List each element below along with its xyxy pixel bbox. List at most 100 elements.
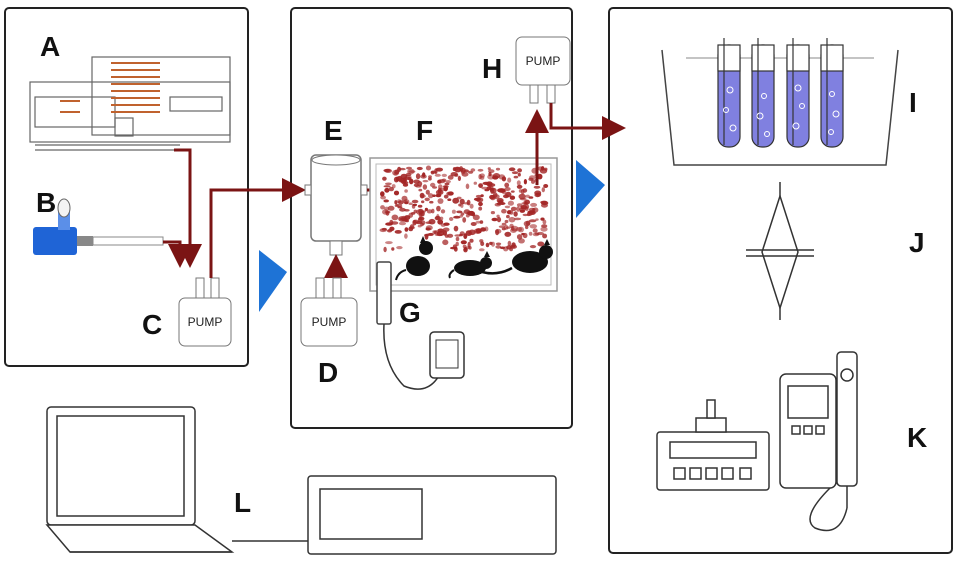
aerosol-particle [397,200,404,205]
aerosol-particle [411,204,416,209]
aerosol-particle [410,212,416,215]
aerosol-particle [488,169,495,174]
aerosol-particle [516,184,523,189]
aerosol-particle [460,240,467,245]
aerosol-particle [475,194,482,198]
aerosol-particle [541,224,548,228]
aerosol-particle [529,245,537,249]
aerosol-particle [385,211,390,216]
aerosol-particle [482,181,490,185]
aerosol-particle [381,227,387,231]
label-j: J [909,227,925,258]
aerosol-particle [508,167,516,172]
aerosol-particle [415,173,421,180]
aerosol-particle [455,236,460,242]
aerosol-particle [473,181,477,185]
aerosol-particle [507,177,512,183]
aerosol-particle [510,206,517,211]
aerosol-particle [418,208,424,214]
analyzer-instruments-icon [656,351,858,532]
aerosol-particle [465,230,472,237]
aerosol-particle [507,200,514,206]
aerosol-particle [509,195,516,200]
aerosol-particle [487,174,495,180]
aerosol-particle [385,182,392,186]
aerosol-particle [425,165,432,171]
aerosol-particle [535,218,539,221]
aerosol-particle [517,172,521,177]
aerosol-particle [428,177,432,181]
aerosol-particle [437,198,444,204]
aerosol-particle [470,222,477,226]
aerosol-particle [415,185,422,188]
aerosol-particle [540,217,545,221]
aerosol-particle [418,216,425,221]
aerosol-particle [479,239,484,243]
aerosol-particle [479,220,484,224]
aerosol-particle [397,166,402,172]
aerosol-particle [442,239,449,246]
impinger-tubes-icon [661,38,899,166]
aerosol-particle [537,241,545,247]
rodent-icon-1 [395,236,433,281]
pump-d-icon: PUMP [300,277,358,347]
aerosol-particle [460,212,465,216]
aerosol-particle [534,192,541,198]
aerosol-particle [391,184,396,189]
aerosol-particle [393,190,400,196]
aerosol-particle [501,190,507,195]
aerosol-particle [531,207,535,214]
pump-c-label: PUMP [188,315,223,329]
aerosol-particle [507,240,512,246]
aerosol-particle [437,219,444,225]
aerosol-particle [503,225,509,230]
aerosol-particle [424,233,429,240]
aerosol-particle [380,195,386,200]
aerosol-particle [478,183,483,189]
aerosol-particle [479,173,485,178]
aerosol-particle [528,196,534,199]
aerosol-particle [463,209,471,215]
aerosol-particle [542,233,548,239]
aerosol-particle [522,213,529,217]
aerosol-particle [485,242,490,248]
aerosol-particle [424,207,428,211]
aerosol-particle [406,166,412,170]
aerosol-particle [463,247,468,253]
aerosol-particle [440,209,446,214]
aerosol-particle [454,173,459,177]
aerosol-particle [391,214,399,221]
label-l: L [234,487,251,518]
aerosol-particle [430,182,436,188]
aerosol-particle [422,179,429,183]
aerosol-particle [424,197,430,202]
aerosol-particle [528,231,533,236]
aerosol-particle [435,189,444,195]
aerosol-particle [477,168,484,172]
aerosol-particle [510,190,515,193]
label-h: H [482,53,502,84]
aerosol-particle [459,166,464,172]
aerosol-particle [478,201,483,207]
aerosol-particle [382,176,387,181]
aerosol-particle [475,220,481,224]
aerosol-particle [408,202,413,205]
label-f: F [416,115,433,146]
aerosol-particle [513,175,519,179]
aerosol-particle [528,177,534,181]
label-k: K [907,422,927,453]
aerosol-particle [542,219,547,225]
label-i: I [909,87,917,118]
aerosol-particle [394,230,402,234]
aerosol-particle [430,170,437,174]
aerosol-particle [480,194,484,198]
aerosol-particle [495,245,502,249]
aerosol-particle [383,199,390,203]
aerosol-particle [447,233,454,238]
aerosol-particle [420,174,427,179]
aerosol-particle [490,211,495,215]
aerosol-particle [469,203,474,209]
aerosol-particle [532,232,540,237]
sensor-probe-icon [376,261,465,390]
